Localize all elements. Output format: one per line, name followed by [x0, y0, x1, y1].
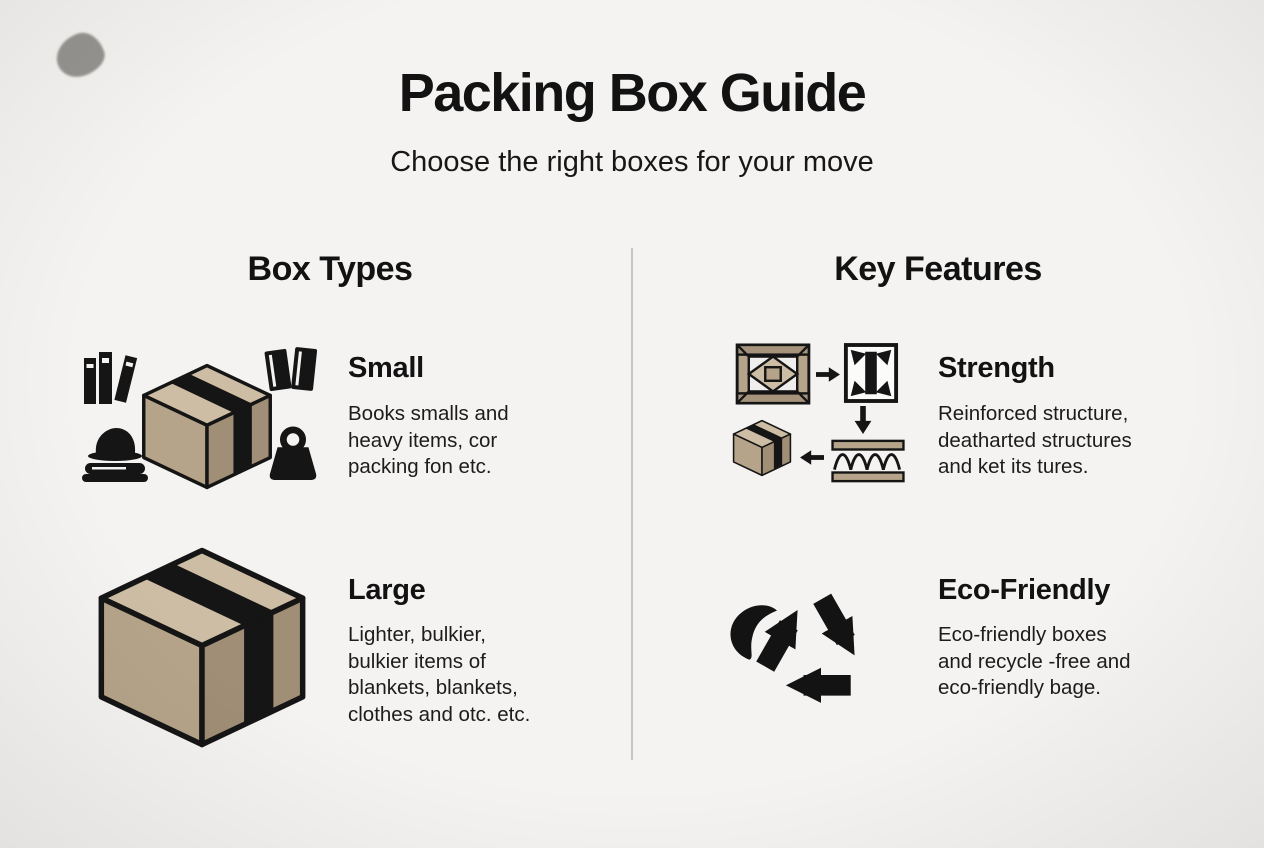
books-pair-icon: [263, 344, 321, 396]
small-box-icon: [138, 362, 276, 491]
item-body-strength: Reinforced structure, deatharted structu…: [938, 401, 1132, 481]
page-subtitle: Choose the right boxes for your move: [390, 146, 874, 178]
corrugated-board-icon: [830, 438, 906, 484]
text-line: Eco-friendly boxes: [938, 623, 1107, 646]
text-line: Lighter, bulkier,: [348, 623, 486, 646]
weight-icon: [266, 424, 320, 484]
item-body-large: Lighter, bulkier, bulkier items of blank…: [348, 622, 530, 728]
text-line: clothes and otc. etc.: [348, 702, 531, 726]
left-column-heading: Box Types: [247, 250, 413, 288]
text-line: packing fon etc.: [348, 455, 492, 478]
recycle-icon: [720, 565, 892, 721]
down-arrow-icon: [853, 406, 873, 434]
text-line: heavy items, cor: [348, 428, 498, 452]
page-title: Packing Box Guide: [398, 63, 867, 123]
strength-small-box-icon: [731, 419, 793, 477]
item-title-eco-friendly: Eco-Friendly: [938, 574, 1111, 606]
text-line: and recycle -free and: [938, 649, 1131, 673]
text-line: bulkier items of: [348, 649, 486, 673]
compress-icon: [843, 342, 899, 404]
item-title-small: Small: [348, 352, 424, 384]
right-column-heading: Key Features: [834, 250, 1042, 288]
text-line: deatharted structures: [938, 428, 1132, 452]
item-body-eco-friendly: Eco-friendly boxes and recycle -free and…: [938, 622, 1131, 702]
blanket-stack-icon: [80, 420, 150, 484]
large-box-icon: [92, 545, 312, 750]
text-line: blankets, blankets,: [348, 676, 518, 699]
text-line: eco-friendly bage.: [938, 676, 1101, 699]
text-line: and ket its tures.: [938, 455, 1089, 478]
left-arrow-icon: [800, 449, 824, 466]
item-title-strength: Strength: [938, 352, 1055, 384]
leaf-icon: [730, 605, 778, 660]
item-title-large: Large: [348, 574, 426, 606]
crate-panel-icon: [735, 343, 811, 405]
column-divider: [631, 248, 633, 760]
right-arrow-icon: [816, 366, 840, 383]
text-line: Books smalls and: [348, 402, 509, 425]
text-line: Reinforced structure,: [938, 402, 1129, 425]
item-body-small: Books smalls and heavy items, cor packin…: [348, 401, 509, 481]
